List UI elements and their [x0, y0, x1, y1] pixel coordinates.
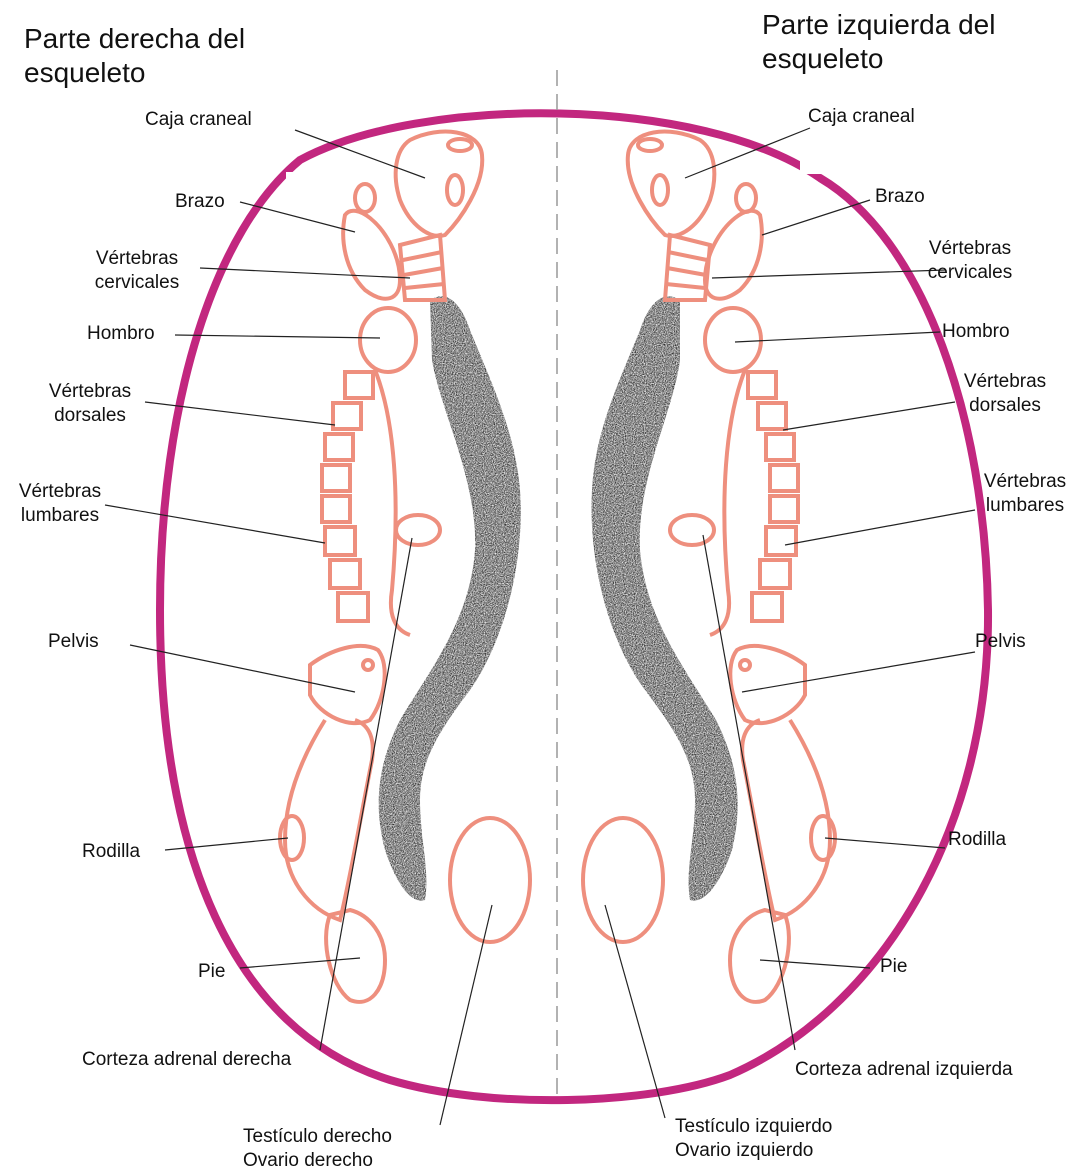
embryo-outline [160, 113, 988, 1100]
right-arm [343, 211, 400, 299]
right-adrenal-cortex [379, 296, 521, 900]
right-skeleton-title: Parte derecha del esqueleto [24, 22, 245, 90]
label-left-vertebras-dorsales: Vértebras dorsales [950, 370, 1060, 418]
right-adrenal-small [396, 515, 440, 545]
left-gonad [583, 818, 663, 942]
label-right-brazo: Brazo [175, 190, 225, 214]
left-lumbar-vertebrae [752, 527, 796, 621]
label-right-pelvis: Pelvis [48, 630, 99, 654]
label-right-vertebras-dorsales: Vértebras dorsales [35, 380, 145, 428]
right-gonad [450, 818, 530, 942]
label-left-corteza-adrenal: Corteza adrenal izquierda [795, 1058, 1013, 1082]
left-arm [705, 211, 762, 299]
label-right-caja-craneal: Caja craneal [145, 108, 252, 132]
left-adrenal-small [670, 515, 714, 545]
label-left-vertebras-cervicales: Vértebras cervicales [915, 237, 1025, 285]
label-left-testiculo-ovario: Testículo izquierdo Ovario izquierdo [675, 1115, 832, 1163]
left-pelvis [730, 646, 805, 723]
label-right-testiculo-ovario: Testículo derecho Ovario derecho [243, 1125, 392, 1173]
label-left-pie: Pie [880, 955, 907, 979]
label-left-brazo: Brazo [875, 185, 925, 209]
left-shoulder [705, 308, 761, 372]
label-left-vertebras-lumbares: Vértebras lumbares [970, 470, 1080, 518]
left-dorsal-vertebrae [748, 372, 798, 522]
left-skeleton-title: Parte izquierda del esqueleto [762, 8, 995, 76]
label-right-rodilla: Rodilla [82, 840, 140, 864]
left-adrenal-cortex [591, 296, 737, 900]
label-left-hombro: Hombro [942, 320, 1010, 344]
label-right-vertebras-cervicales: Vértebras cervicales [82, 247, 192, 295]
label-right-pie: Pie [198, 960, 225, 984]
left-foot [730, 910, 789, 1002]
label-right-corteza-adrenal: Corteza adrenal derecha [82, 1048, 291, 1072]
label-right-hombro: Hombro [87, 322, 155, 346]
label-left-pelvis: Pelvis [975, 630, 1026, 654]
right-foot [326, 910, 385, 1002]
label-left-rodilla: Rodilla [948, 828, 1006, 852]
right-lumbar-vertebrae [325, 527, 368, 621]
leader-lines [105, 128, 975, 1125]
right-shoulder [360, 308, 416, 372]
right-dorsal-vertebrae [322, 372, 373, 522]
label-left-caja-craneal: Caja craneal [808, 105, 915, 129]
label-right-vertebras-lumbares: Vértebras lumbares [5, 480, 115, 528]
